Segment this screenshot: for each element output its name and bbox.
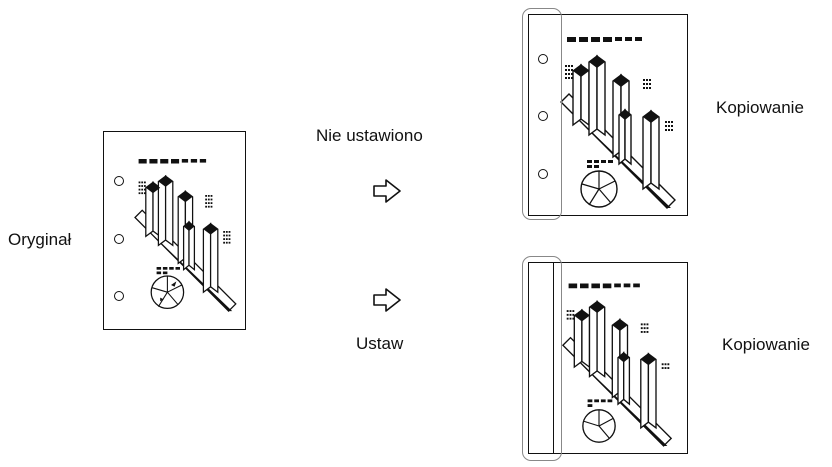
punch-hole-icon [538,169,548,179]
copy-bottom-label: Kopiowanie [722,335,810,354]
original-page [103,131,246,330]
margin-line [553,263,554,453]
hollow-right-arrow-icon [373,288,401,312]
punch-hole-icon [114,291,124,301]
hollow-right-arrow-icon [373,179,401,203]
copy-page-set [528,262,688,454]
binding-margin-highlight [522,8,562,220]
set-label: Ustaw [356,334,404,353]
document-graphic [134,159,237,312]
punch-hole-icon [538,111,548,121]
document-graphic [560,37,676,209]
copy-top-label: Kopiowanie [716,98,804,117]
document-graphic [561,283,673,447]
original-label: Oryginał [8,230,72,249]
punch-hole-icon [114,234,124,244]
binding-margin-highlight [522,256,562,461]
punch-hole-icon [538,54,548,64]
copy-page-not-set [528,14,688,216]
not-set-label: Nie ustawiono [316,126,423,145]
punch-hole-icon [114,176,124,186]
